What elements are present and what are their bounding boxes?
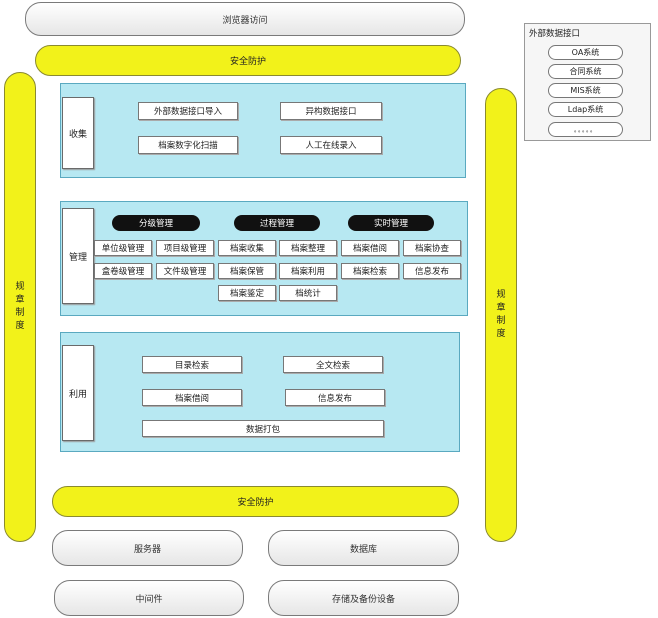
external-item: 。。。。。: [548, 122, 623, 137]
use-label: 利用: [68, 389, 87, 400]
manage-item: 项目级管理: [156, 240, 214, 256]
middleware-label: 中间件: [135, 594, 163, 605]
right-regulation-bar: 规章制度: [485, 88, 517, 542]
use-item: 信息发布: [285, 389, 385, 406]
security-top-label: 安全防护: [229, 57, 266, 67]
manage-item: 档统计: [279, 285, 337, 301]
browser-access-box: 浏览器访问: [25, 2, 465, 36]
collect-item: 人工在线录入: [280, 136, 382, 154]
manage-item: 档案收集: [218, 240, 276, 256]
manage-item: 信息发布: [403, 263, 461, 279]
external-interface-title: 外部数据接口: [529, 29, 581, 39]
collect-item: 档案数字化扫描: [138, 136, 238, 154]
security-bottom-label: 安全防护: [237, 498, 274, 508]
manage-item: 单位级管理: [94, 240, 152, 256]
browser-access-label: 浏览器访问: [222, 15, 268, 26]
collect-item: 异构数据接口: [280, 102, 382, 120]
use-label-box: 利用: [62, 345, 94, 441]
manage-item: 档案协查: [403, 240, 461, 256]
storage-label: 存储及备份设备: [331, 594, 395, 605]
left-regulation-bar: 规章制度: [4, 72, 36, 542]
use-item: 数据打包: [142, 420, 384, 437]
manage-label-box: 管理: [62, 208, 94, 304]
manage-item: 档案检索: [341, 263, 399, 279]
manage-item: 档案鉴定: [218, 285, 276, 301]
external-item: MIS系统: [548, 83, 623, 98]
storage-box: 存储及备份设备: [268, 580, 459, 616]
collect-label-box: 收集: [62, 97, 94, 169]
manage-item: 档案利用: [279, 263, 337, 279]
security-bottom-bar: 安全防护: [52, 486, 459, 517]
external-interface-panel: [524, 23, 651, 141]
database-label: 数据库: [349, 544, 377, 555]
collect-label: 收集: [68, 129, 87, 140]
manage-item: 档案借阅: [341, 240, 399, 256]
manage-item: 档案整理: [279, 240, 337, 256]
manage-header: 过程管理: [234, 215, 320, 231]
collect-panel: [60, 83, 466, 178]
use-item: 目录检索: [142, 356, 242, 373]
manage-label: 管理: [68, 252, 87, 263]
use-item: 档案借阅: [142, 389, 242, 406]
manage-header: 实时管理: [348, 215, 434, 231]
external-item: OA系统: [548, 45, 623, 60]
external-item: Ldap系统: [548, 102, 623, 117]
manage-item: 档案保管: [218, 263, 276, 279]
external-item: 合同系统: [548, 64, 623, 79]
database-box: 数据库: [268, 530, 459, 566]
manage-header: 分级管理: [112, 215, 200, 231]
security-top-bar: 安全防护: [35, 45, 461, 76]
manage-item: 文件级管理: [156, 263, 214, 279]
manage-item: 盒卷级管理: [94, 263, 152, 279]
server-box: 服务器: [52, 530, 243, 566]
server-label: 服务器: [133, 544, 161, 555]
middleware-box: 中间件: [54, 580, 244, 616]
right-regulation-label: 规章制度: [496, 290, 506, 339]
collect-item: 外部数据接口导入: [138, 102, 238, 120]
left-regulation-label: 规章制度: [15, 282, 25, 331]
use-item: 全文检索: [283, 356, 383, 373]
